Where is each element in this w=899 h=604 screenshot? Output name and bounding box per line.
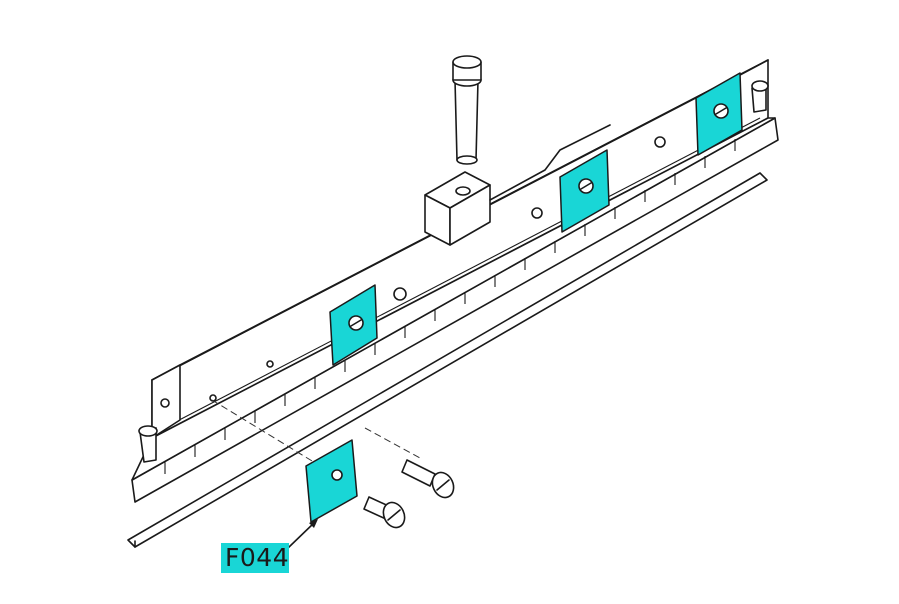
exploded-screw-2 bbox=[363, 496, 406, 529]
rail-body bbox=[131, 59, 779, 503]
end-screw-right bbox=[751, 80, 769, 113]
exploded-plate bbox=[305, 439, 358, 523]
callout-label-background bbox=[221, 543, 289, 573]
mounted-plate-1 bbox=[329, 284, 378, 366]
callout-leader bbox=[287, 519, 318, 549]
part-number-label[interactable]: F044 bbox=[225, 543, 290, 572]
assembly-line-2 bbox=[364, 427, 421, 459]
mounted-plate-3 bbox=[695, 72, 743, 156]
flat-strip bbox=[127, 172, 768, 548]
exploded-screw-1 bbox=[401, 459, 455, 499]
mounted-plate-2 bbox=[559, 149, 610, 233]
pin bbox=[452, 55, 482, 165]
comb-teeth bbox=[164, 139, 736, 474]
end-screw-left bbox=[138, 425, 158, 463]
